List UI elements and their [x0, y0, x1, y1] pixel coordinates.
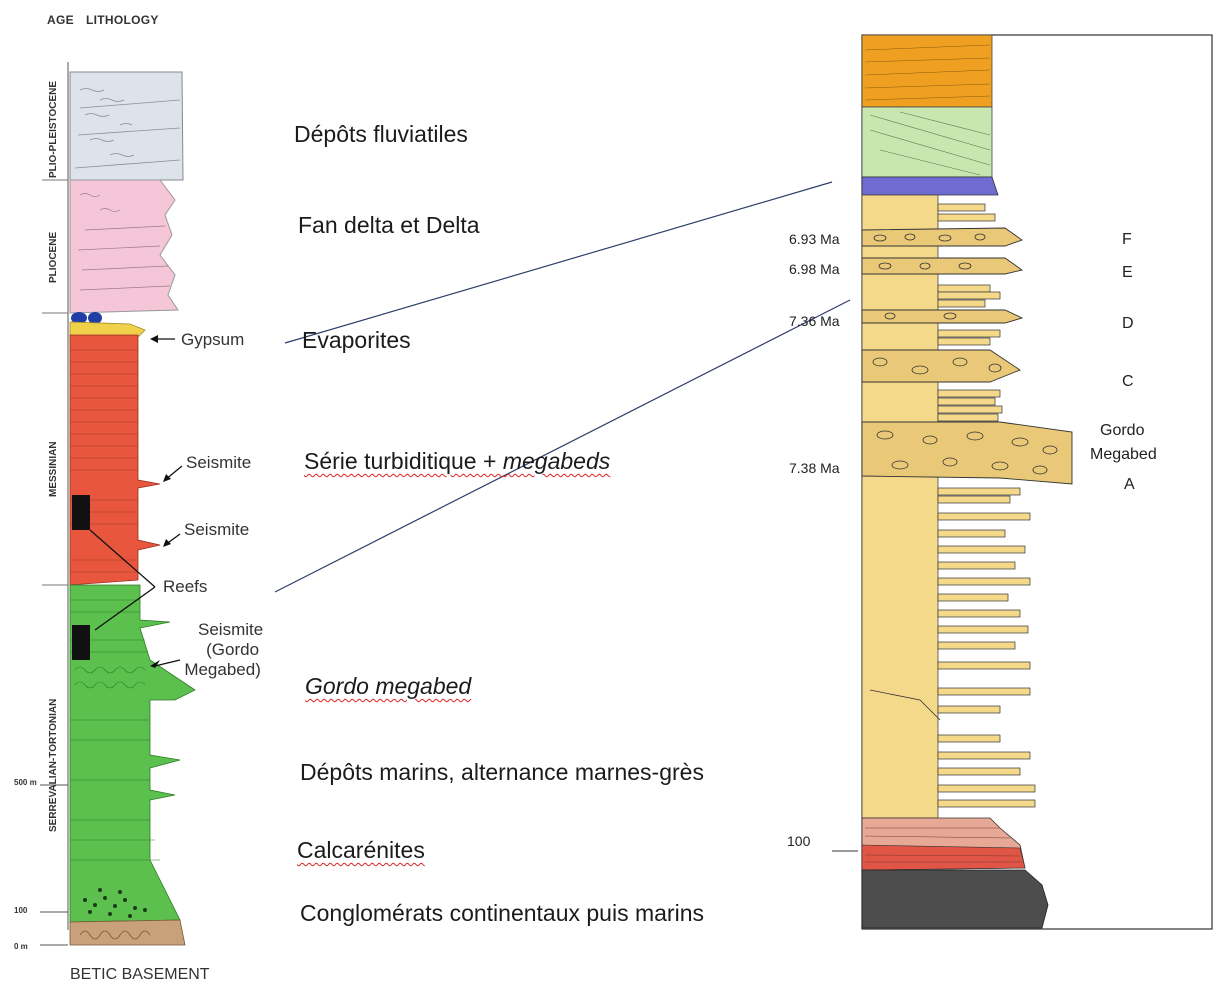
- sandstone-bed: [938, 578, 1030, 585]
- sandstone-bed: [938, 626, 1028, 633]
- desc-gordo-megabed: Gordo megabed: [305, 673, 471, 700]
- sandstone-bed: [938, 768, 1020, 775]
- sandstone-bed: [938, 546, 1025, 553]
- unit-conglomerates: [862, 870, 1048, 928]
- scale-500m: 500 m: [14, 778, 37, 787]
- desc-conglomerats: Conglomérats continentaux puis marins: [300, 900, 704, 927]
- bed-label-D: D: [1122, 315, 1134, 333]
- sandstone-bed: [938, 414, 998, 421]
- sandstone-bed: [938, 398, 995, 405]
- right-scale-100: 100: [787, 833, 810, 849]
- scale-0m: 0 m: [14, 942, 28, 951]
- desc-calcarenites: Calcarénites: [297, 837, 425, 864]
- sandstone-bed: [938, 330, 1000, 337]
- age-plio-pleistocene: PLIO-PLEISTOCENE: [48, 81, 59, 178]
- age-serrevalian-tortonian: SERREVALIAN-TORTONIAN: [48, 699, 59, 832]
- sandstone-bed: [938, 300, 985, 307]
- bed-label-megabed: Megabed: [1090, 446, 1157, 464]
- desc-serie-turbiditique: Série turbiditique + megabeds: [304, 448, 610, 475]
- age-7-36: 7.36 Ma: [789, 313, 840, 329]
- label-seismite-2: Seismite: [184, 520, 249, 540]
- sandstone-bed: [938, 513, 1030, 520]
- sandstone-bed: [938, 406, 1002, 413]
- age-pliocene: PLIOCENE: [48, 232, 59, 283]
- bed-label-C: C: [1122, 373, 1134, 391]
- sandstone-bed: [938, 530, 1005, 537]
- sandstone-bed: [938, 662, 1030, 669]
- label-reefs: Reefs: [163, 577, 207, 597]
- bed-label-E: E: [1122, 264, 1133, 282]
- bed-label-gordo: Gordo: [1100, 422, 1144, 440]
- sandstone-bed: [938, 706, 1000, 713]
- sandstone-bed: [938, 785, 1035, 792]
- sandstone-bed: [938, 735, 1000, 742]
- bed-C: [862, 350, 1020, 382]
- sandstone-bed: [938, 800, 1035, 807]
- scale-100: 100: [14, 906, 27, 915]
- sandstone-bed: [938, 752, 1030, 759]
- unit-messinian: [70, 335, 160, 585]
- sandstone-bed: [938, 285, 990, 292]
- bed-label-F: F: [1122, 231, 1132, 249]
- sandstone-bed: [938, 214, 995, 221]
- label-betic-basement: BETIC BASEMENT: [70, 966, 210, 984]
- desc-depots-fluviatiles: Dépôts fluviatiles: [294, 121, 468, 148]
- label-gypsum: Gypsum: [181, 330, 244, 350]
- sandstone-bed: [938, 496, 1010, 503]
- sandstone-bed: [938, 488, 1020, 495]
- sandstone-bed: [938, 594, 1008, 601]
- bed-E: [862, 258, 1022, 274]
- bed-gordo-megabed: [862, 422, 1072, 484]
- age-messinian: MESSINIAN: [48, 441, 59, 497]
- desc-evaporites: Evaporites: [302, 327, 411, 354]
- desc-depots-marins: Dépôts marins, alternance marnes-grès: [300, 759, 704, 786]
- age-6-98: 6.98 Ma: [789, 261, 840, 277]
- sandstone-bed: [938, 642, 1015, 649]
- sandstone-bed: [938, 390, 1000, 397]
- bed-label-A: A: [1124, 476, 1135, 494]
- sandstone-bed: [938, 610, 1020, 617]
- sandstone-bed: [938, 204, 985, 211]
- sandstone-bed: [938, 292, 1000, 299]
- sandstone-bed: [938, 688, 1030, 695]
- label-seismite-1: Seismite: [186, 453, 251, 473]
- unit-pliocene: [70, 180, 178, 313]
- desc-fan-delta: Fan delta et Delta: [298, 212, 480, 239]
- bed-D: [862, 310, 1022, 323]
- age-7-38: 7.38 Ma: [789, 460, 840, 476]
- sandstone-bed: [938, 562, 1015, 569]
- label-seismite-gordo: Seismite (Gordo Megabed): [198, 620, 263, 680]
- sandstone-bed: [938, 338, 990, 345]
- age-6-93: 6.93 Ma: [789, 231, 840, 247]
